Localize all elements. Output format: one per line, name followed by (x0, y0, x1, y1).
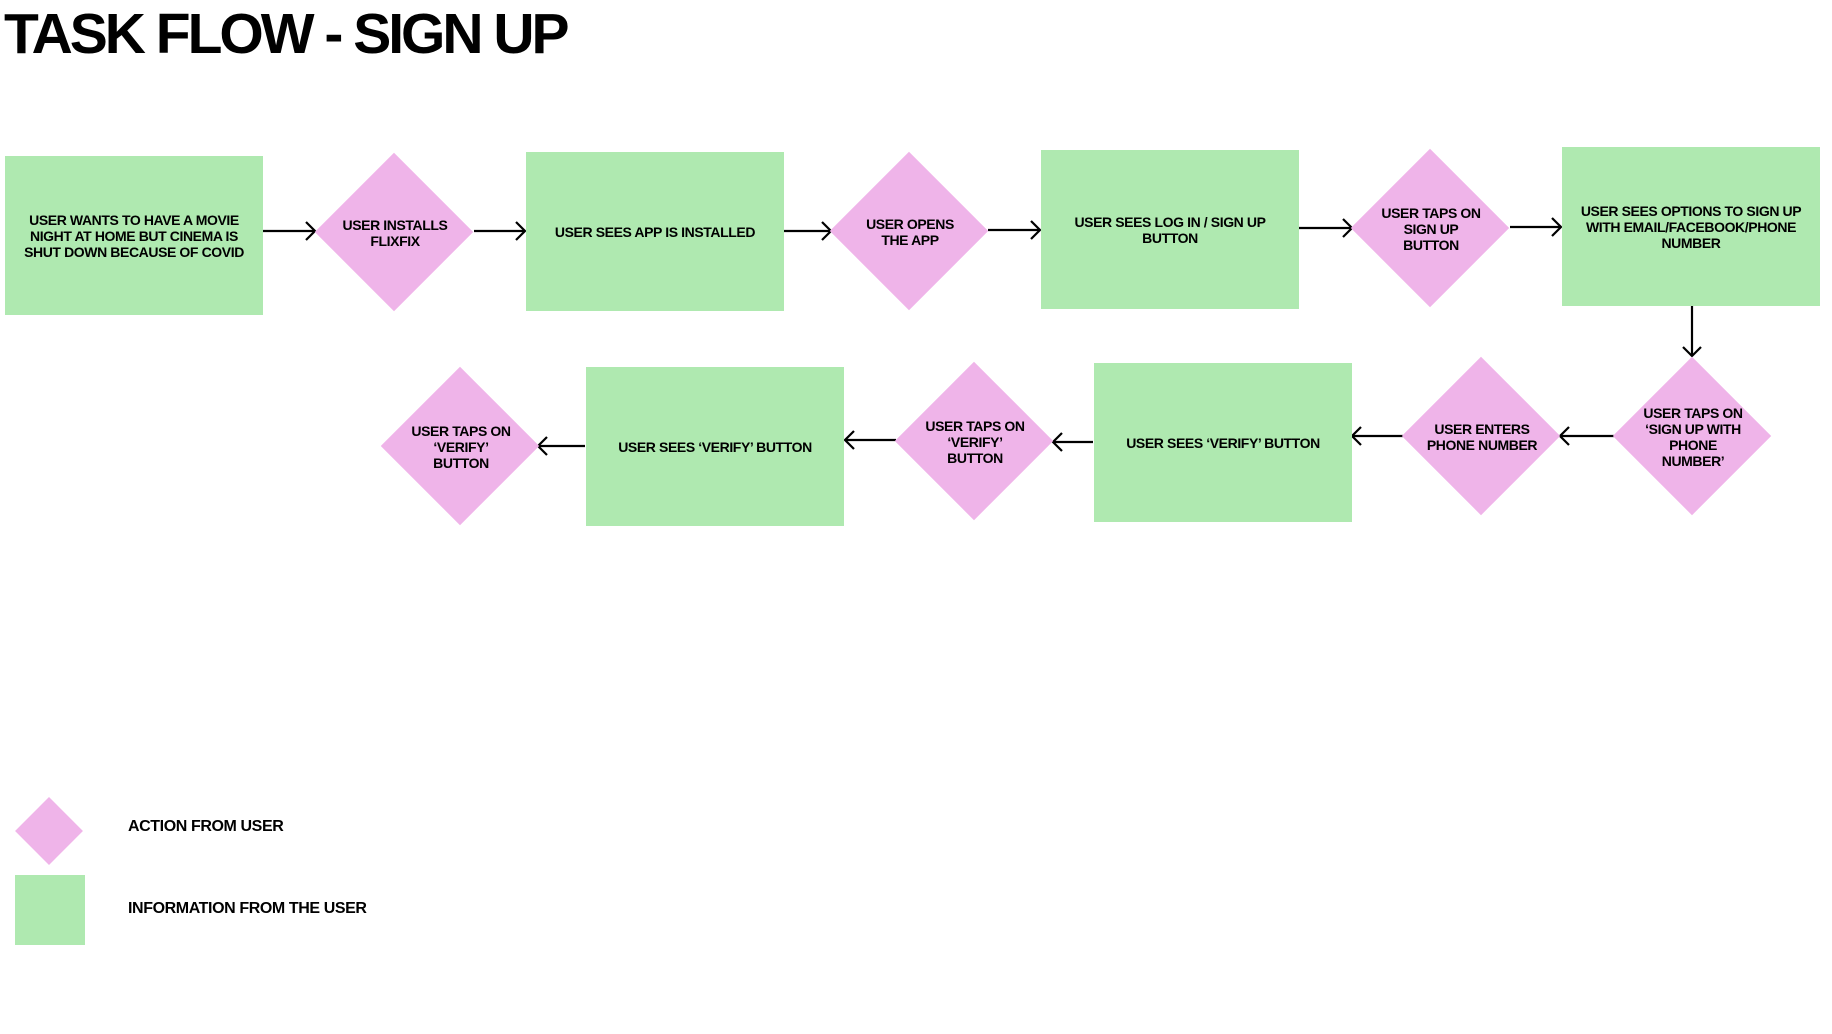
info-box-app-installed: USER SEES APP IS INSTALLED (526, 152, 784, 311)
node-label: USER TAPS ON ‘VERIFY’ BUTTON (411, 423, 511, 471)
legend-information-label: INFORMATION FROM THE USER (128, 900, 367, 917)
info-box-verify-button-1: USER SEES ‘VERIFY’ BUTTON (1094, 363, 1352, 522)
node-label: USER SEES ‘VERIFY’ BUTTON (1126, 434, 1320, 451)
arrow-n9-n10 (1350, 426, 1403, 446)
node-label: USER TAPS ON SIGN UP BUTTON (1381, 205, 1481, 253)
diagram-title: TASK FLOW - SIGN UP (4, 2, 570, 66)
info-box-verify-button-2: USER SEES ‘VERIFY’ BUTTON (586, 367, 844, 526)
legend-information-swatch (15, 875, 85, 945)
arrow-n3-n4 (784, 221, 833, 241)
arrow-n11-n12 (843, 430, 896, 450)
arrow-n2-n3 (474, 221, 527, 241)
node-label: USER WANTS TO HAVE A MOVIE NIGHT AT HOME… (24, 211, 244, 260)
legend-action-label: ACTION FROM USER (128, 818, 284, 835)
node-label: USER SEES APP IS INSTALLED (554, 223, 756, 240)
node-label: USER SEES LOG IN / SIGN UP BUTTON (1074, 213, 1266, 246)
arrow-n6-n7 (1510, 217, 1563, 237)
info-box-signup-options: USER SEES OPTIONS TO SIGN UP WITH EMAIL/… (1562, 147, 1820, 306)
action-diamond-taps-verify-2: USER TAPS ON ‘VERIFY’ BUTTON (380, 366, 540, 526)
node-label: USER SEES OPTIONS TO SIGN UP WITH EMAIL/… (1580, 202, 1802, 251)
info-box-login-signup-button: USER SEES LOG IN / SIGN UP BUTTON (1041, 150, 1299, 309)
node-label: USER SEES ‘VERIFY’ BUTTON (618, 438, 812, 455)
arrow-n1-n2 (263, 221, 317, 241)
action-diamond-installs-app: USER INSTALLS FLIXFIX (314, 152, 474, 312)
arrow-n8-n9 (1558, 426, 1614, 446)
arrow-n4-n5 (988, 220, 1042, 240)
arrow-n7-n8 (1682, 304, 1702, 358)
arrow-n12-n13 (536, 436, 585, 456)
info-box-wants-movie-night: USER WANTS TO HAVE A MOVIE NIGHT AT HOME… (5, 156, 263, 315)
node-label: USER OPENS THE APP (866, 216, 954, 248)
action-diamond-taps-verify-1: USER TAPS ON ‘VERIFY’ BUTTON (894, 361, 1054, 521)
arrow-n10-n11 (1051, 432, 1093, 452)
node-label: USER TAPS ON ‘VERIFY’ BUTTON (925, 418, 1025, 466)
action-diamond-enters-phone: USER ENTERS PHONE NUMBER (1401, 356, 1561, 516)
node-label: USER ENTERS PHONE NUMBER (1426, 421, 1538, 453)
action-diamond-signup-phone: USER TAPS ON ‘SIGN UP WITH PHONE NUMBER’ (1612, 356, 1772, 516)
arrow-n5-n6 (1299, 218, 1354, 238)
action-diamond-opens-app: USER OPENS THE APP (829, 151, 989, 311)
node-label: USER TAPS ON ‘SIGN UP WITH PHONE NUMBER’ (1643, 405, 1743, 469)
node-label: USER INSTALLS FLIXFIX (342, 217, 448, 249)
action-diamond-taps-signup: USER TAPS ON SIGN UP BUTTON (1350, 148, 1510, 308)
